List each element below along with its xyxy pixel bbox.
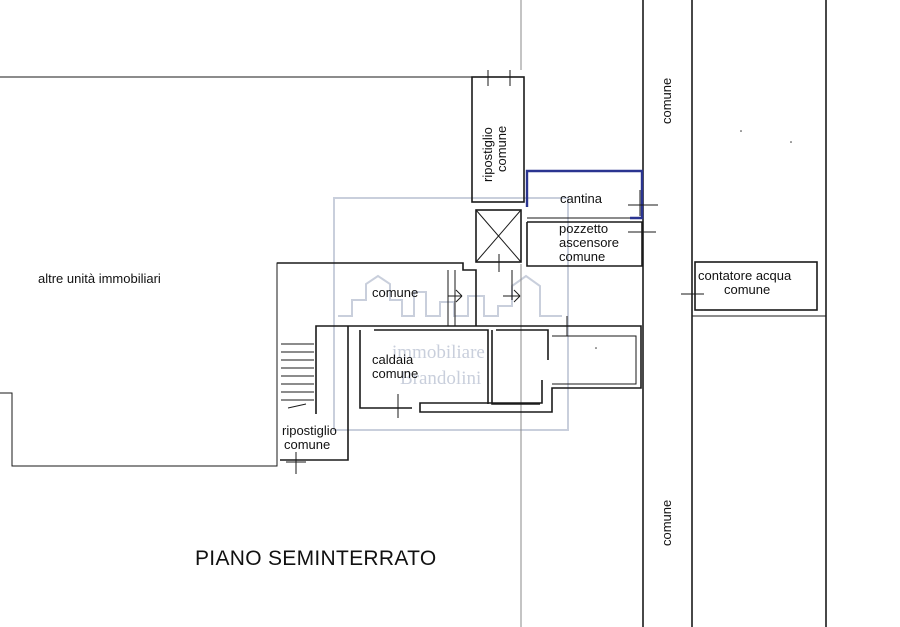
room-cantina [525, 169, 658, 220]
room-contatore [681, 261, 826, 317]
label-pozzetto-3: comune [559, 249, 605, 264]
stair-arrow [513, 295, 521, 303]
watermark-frame [333, 197, 569, 431]
stair-arrow [513, 289, 521, 297]
label-ripostiglio-top: ripostiglio comune [480, 126, 509, 182]
label-ripostiglio-bottom-2: comune [284, 437, 330, 452]
label-caldaia-1: caldaia [372, 352, 414, 367]
wall-segment [315, 325, 642, 414]
label-comune-corridor: comune [372, 285, 418, 300]
plan-title: PIANO SEMINTERRATO [195, 547, 437, 570]
room-outline [694, 261, 818, 311]
wall-segment [552, 335, 637, 385]
label-comune-street-bottom: comune [659, 500, 674, 546]
room-ripostiglio-top [471, 70, 525, 203]
label-pozzetto-2: ascensore [559, 235, 619, 250]
label-contatore-1: contatore acqua [698, 268, 792, 283]
wall-segment [280, 326, 349, 461]
label-ripostiglio-bottom-1: ripostiglio [282, 423, 337, 438]
label-contatore-2: comune [724, 282, 770, 297]
room-outline [471, 76, 525, 203]
watermark-line1: immobiliare [392, 342, 485, 363]
watermark-line2: Brandolini [400, 368, 481, 389]
label-ripostiglio-top-1: ripostiglio [480, 127, 495, 182]
label-comune-street-top: comune [659, 78, 674, 124]
wall-segment [374, 329, 489, 404]
dot-mark [595, 347, 597, 349]
stair-arrow [455, 289, 463, 297]
label-cantina: cantina [560, 191, 603, 206]
elevator-cross [475, 209, 522, 263]
lower-block [280, 316, 642, 474]
street-lines [520, 0, 827, 627]
wall-segment [359, 330, 412, 409]
room-pozzetto [526, 221, 656, 267]
label-caldaia-2: comune [372, 366, 418, 381]
room-outline [526, 221, 643, 267]
label-altre-unita: altre unità immobiliari [38, 271, 161, 286]
label-pozzetto-1: pozzetto [559, 221, 608, 236]
stair-arrow [287, 403, 307, 409]
staircase [281, 343, 314, 409]
dot-mark [790, 141, 792, 143]
label-ripostiglio-top-2: comune [494, 126, 509, 172]
wall-segment [277, 262, 477, 326]
watermark-skyline [338, 274, 562, 317]
wall-segment [496, 329, 549, 360]
dot-mark [740, 130, 742, 132]
stair-arrow [455, 295, 463, 303]
cantina-outline [525, 169, 644, 220]
wall-segment [491, 330, 540, 405]
watermark: immobiliare Brandolini [333, 197, 569, 431]
elevator-shaft [475, 209, 522, 272]
room-comune-corridor [277, 262, 521, 326]
